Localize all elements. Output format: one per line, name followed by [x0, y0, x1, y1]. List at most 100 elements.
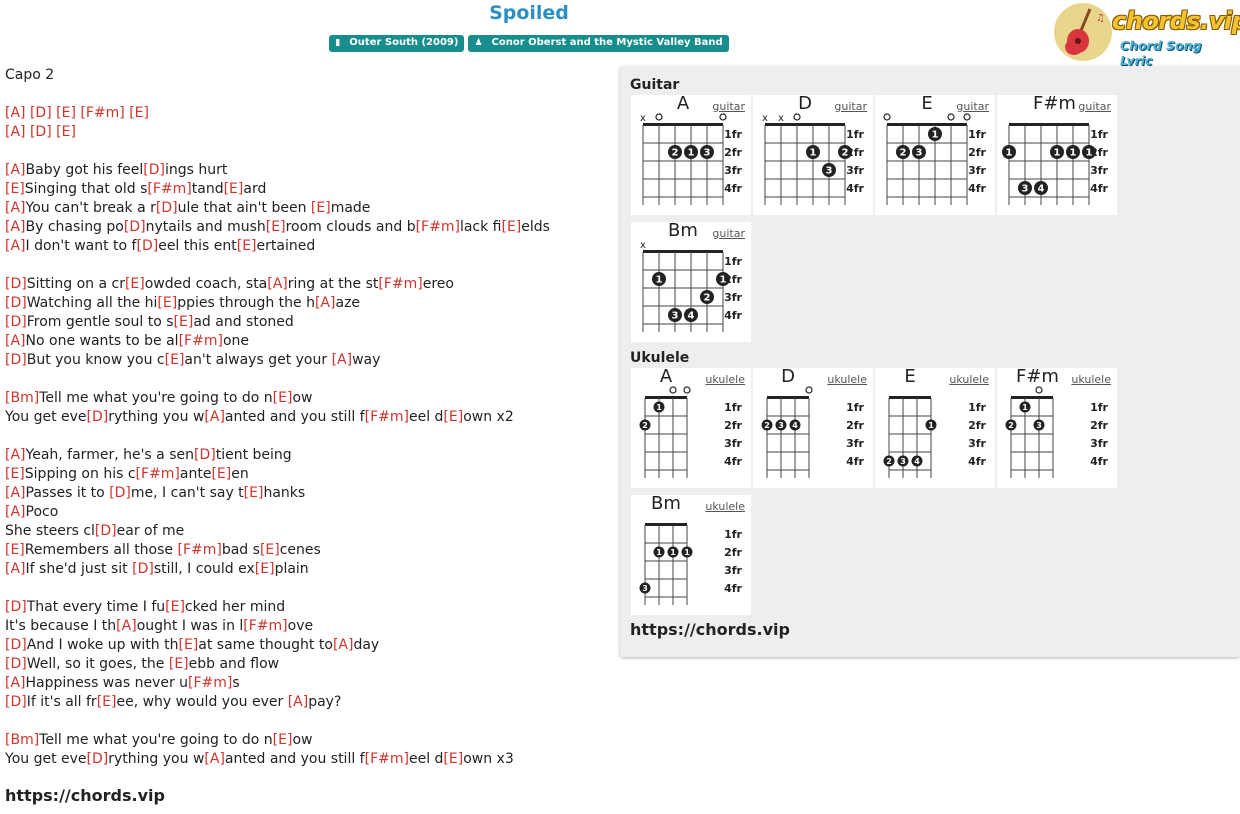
chord-marker[interactable]: [F#m] — [178, 333, 223, 349]
chord-marker[interactable]: [E] — [310, 200, 331, 216]
chord-marker[interactable]: [D] — [86, 409, 109, 425]
chord-marker[interactable]: [F#m] — [80, 105, 125, 121]
chord-marker[interactable]: [A] — [5, 333, 26, 349]
chord-marker[interactable]: [E] — [243, 485, 264, 501]
chord-marker[interactable]: [A] — [5, 447, 26, 463]
chord-marker[interactable]: [F#m] — [243, 618, 288, 634]
chord-marker[interactable]: [E] — [5, 181, 25, 197]
chord-marker[interactable]: [E] — [211, 466, 232, 482]
chord-marker[interactable]: [E] — [164, 352, 185, 368]
chord-marker[interactable]: [A] — [314, 295, 336, 311]
chord-marker[interactable]: [D] — [29, 124, 52, 140]
chord-marker[interactable]: [E] — [272, 390, 293, 406]
chord-marker[interactable]: [E] — [56, 124, 76, 140]
chord-marker[interactable]: [Bm] — [5, 390, 40, 406]
chord-marker[interactable]: [A] — [5, 219, 26, 235]
site-url[interactable]: https://chords.vip — [5, 786, 165, 805]
chord-marker[interactable]: [A] — [5, 124, 26, 140]
instrument-link[interactable]: ukulele — [1071, 373, 1111, 386]
chord-marker[interactable]: [E] — [501, 219, 522, 235]
chord-marker[interactable]: [E] — [259, 542, 280, 558]
chord-marker[interactable]: [E] — [157, 295, 178, 311]
chord-marker[interactable]: [A] — [5, 561, 26, 577]
chord-marker[interactable]: [D] — [5, 599, 27, 615]
chord-marker[interactable]: [E] — [5, 466, 25, 482]
instrument-link[interactable]: guitar — [712, 100, 745, 113]
chord-marker[interactable]: [A] — [5, 200, 26, 216]
chord-marker[interactable]: [D] — [132, 561, 154, 577]
chord-marker[interactable]: [E] — [272, 732, 293, 748]
chord-marker[interactable]: [A] — [5, 504, 26, 520]
chord-marker[interactable]: [E] — [443, 409, 464, 425]
chord-marker[interactable]: [D] — [86, 751, 109, 767]
chord-marker[interactable]: [F#m] — [147, 181, 192, 197]
chord-marker[interactable]: [E] — [168, 656, 189, 672]
chord-marker[interactable]: [D] — [109, 485, 131, 501]
chord-marker[interactable]: [E] — [236, 238, 257, 254]
chord-marker[interactable]: [D] — [5, 637, 27, 653]
artist-badge[interactable]: ♟Conor Oberst and the Mystic Valley Band — [468, 35, 729, 52]
chord-marker[interactable]: [D] — [155, 200, 178, 216]
chord-marker[interactable]: [E] — [56, 105, 76, 121]
chord-marker[interactable]: [D] — [5, 694, 27, 710]
chord-marker[interactable]: [F#m] — [177, 542, 222, 558]
chord-marker[interactable]: [E] — [223, 181, 244, 197]
chord-marker[interactable]: [D] — [136, 238, 159, 254]
chord-marker[interactable]: [E] — [165, 599, 185, 615]
chord-marker[interactable]: [E] — [254, 561, 275, 577]
chord-marker[interactable]: [A] — [5, 162, 26, 178]
chord-marker[interactable]: [A] — [5, 105, 26, 121]
chord-marker[interactable]: [A] — [287, 694, 309, 710]
chord-marker[interactable]: [A] — [332, 637, 354, 653]
chord-marker[interactable]: [E] — [5, 542, 25, 558]
instrument-link[interactable]: guitar — [956, 100, 989, 113]
chord-marker[interactable]: [A] — [267, 276, 288, 292]
panel-site-url[interactable]: https://chords.vip — [630, 620, 790, 639]
chord-marker[interactable]: [E] — [129, 105, 149, 121]
chord-marker[interactable]: [F#m] — [135, 466, 180, 482]
chord-marker[interactable]: [A] — [5, 675, 26, 691]
chord-marker[interactable]: [D] — [123, 219, 146, 235]
chord-marker[interactable]: [F#m] — [188, 675, 233, 691]
chord-marker[interactable]: [D] — [194, 447, 216, 463]
chord-marker[interactable]: [D] — [94, 523, 117, 539]
instrument-link[interactable]: ukulele — [827, 373, 867, 386]
chord-marker[interactable]: [E] — [443, 751, 464, 767]
instrument-link[interactable]: guitar — [834, 100, 867, 113]
chord-marker[interactable]: [F#m] — [364, 751, 409, 767]
instrument-link[interactable]: ukulele — [705, 500, 745, 513]
chord-marker[interactable]: [A] — [204, 409, 225, 425]
site-logo[interactable]: ♫ chords.vip Chord Song Lyric — [1054, 2, 1240, 68]
chord-marker[interactable]: [A] — [5, 238, 26, 254]
chord-marker[interactable]: [E] — [173, 314, 194, 330]
chord-marker[interactable]: [D] — [5, 314, 27, 330]
chord-marker[interactable]: [E] — [96, 694, 117, 710]
instrument-link[interactable]: guitar — [712, 227, 745, 240]
chord-marker[interactable]: [E] — [124, 276, 145, 292]
instrument-link[interactable]: ukulele — [949, 373, 989, 386]
chord-marker[interactable]: [A] — [116, 618, 137, 634]
chord-marker[interactable]: [Bm] — [5, 732, 40, 748]
chord-marker[interactable]: [D] — [29, 105, 52, 121]
instrument-link[interactable]: guitar — [1078, 100, 1111, 113]
chord-marker[interactable]: [E] — [178, 637, 199, 653]
chord-marker[interactable]: [E] — [265, 219, 286, 235]
album-badge[interactable]: ▮Outer South (2009) — [329, 35, 465, 52]
chord-marker[interactable]: [D] — [5, 276, 27, 292]
chord-marker[interactable]: [D] — [5, 295, 27, 311]
chord-marker[interactable]: [D] — [5, 656, 27, 672]
chord-marker[interactable]: [D] — [143, 162, 165, 178]
chord-marker[interactable]: [D] — [5, 352, 27, 368]
chord-marker[interactable]: [A] — [5, 485, 26, 501]
chord-marker[interactable]: [F#m] — [364, 409, 409, 425]
